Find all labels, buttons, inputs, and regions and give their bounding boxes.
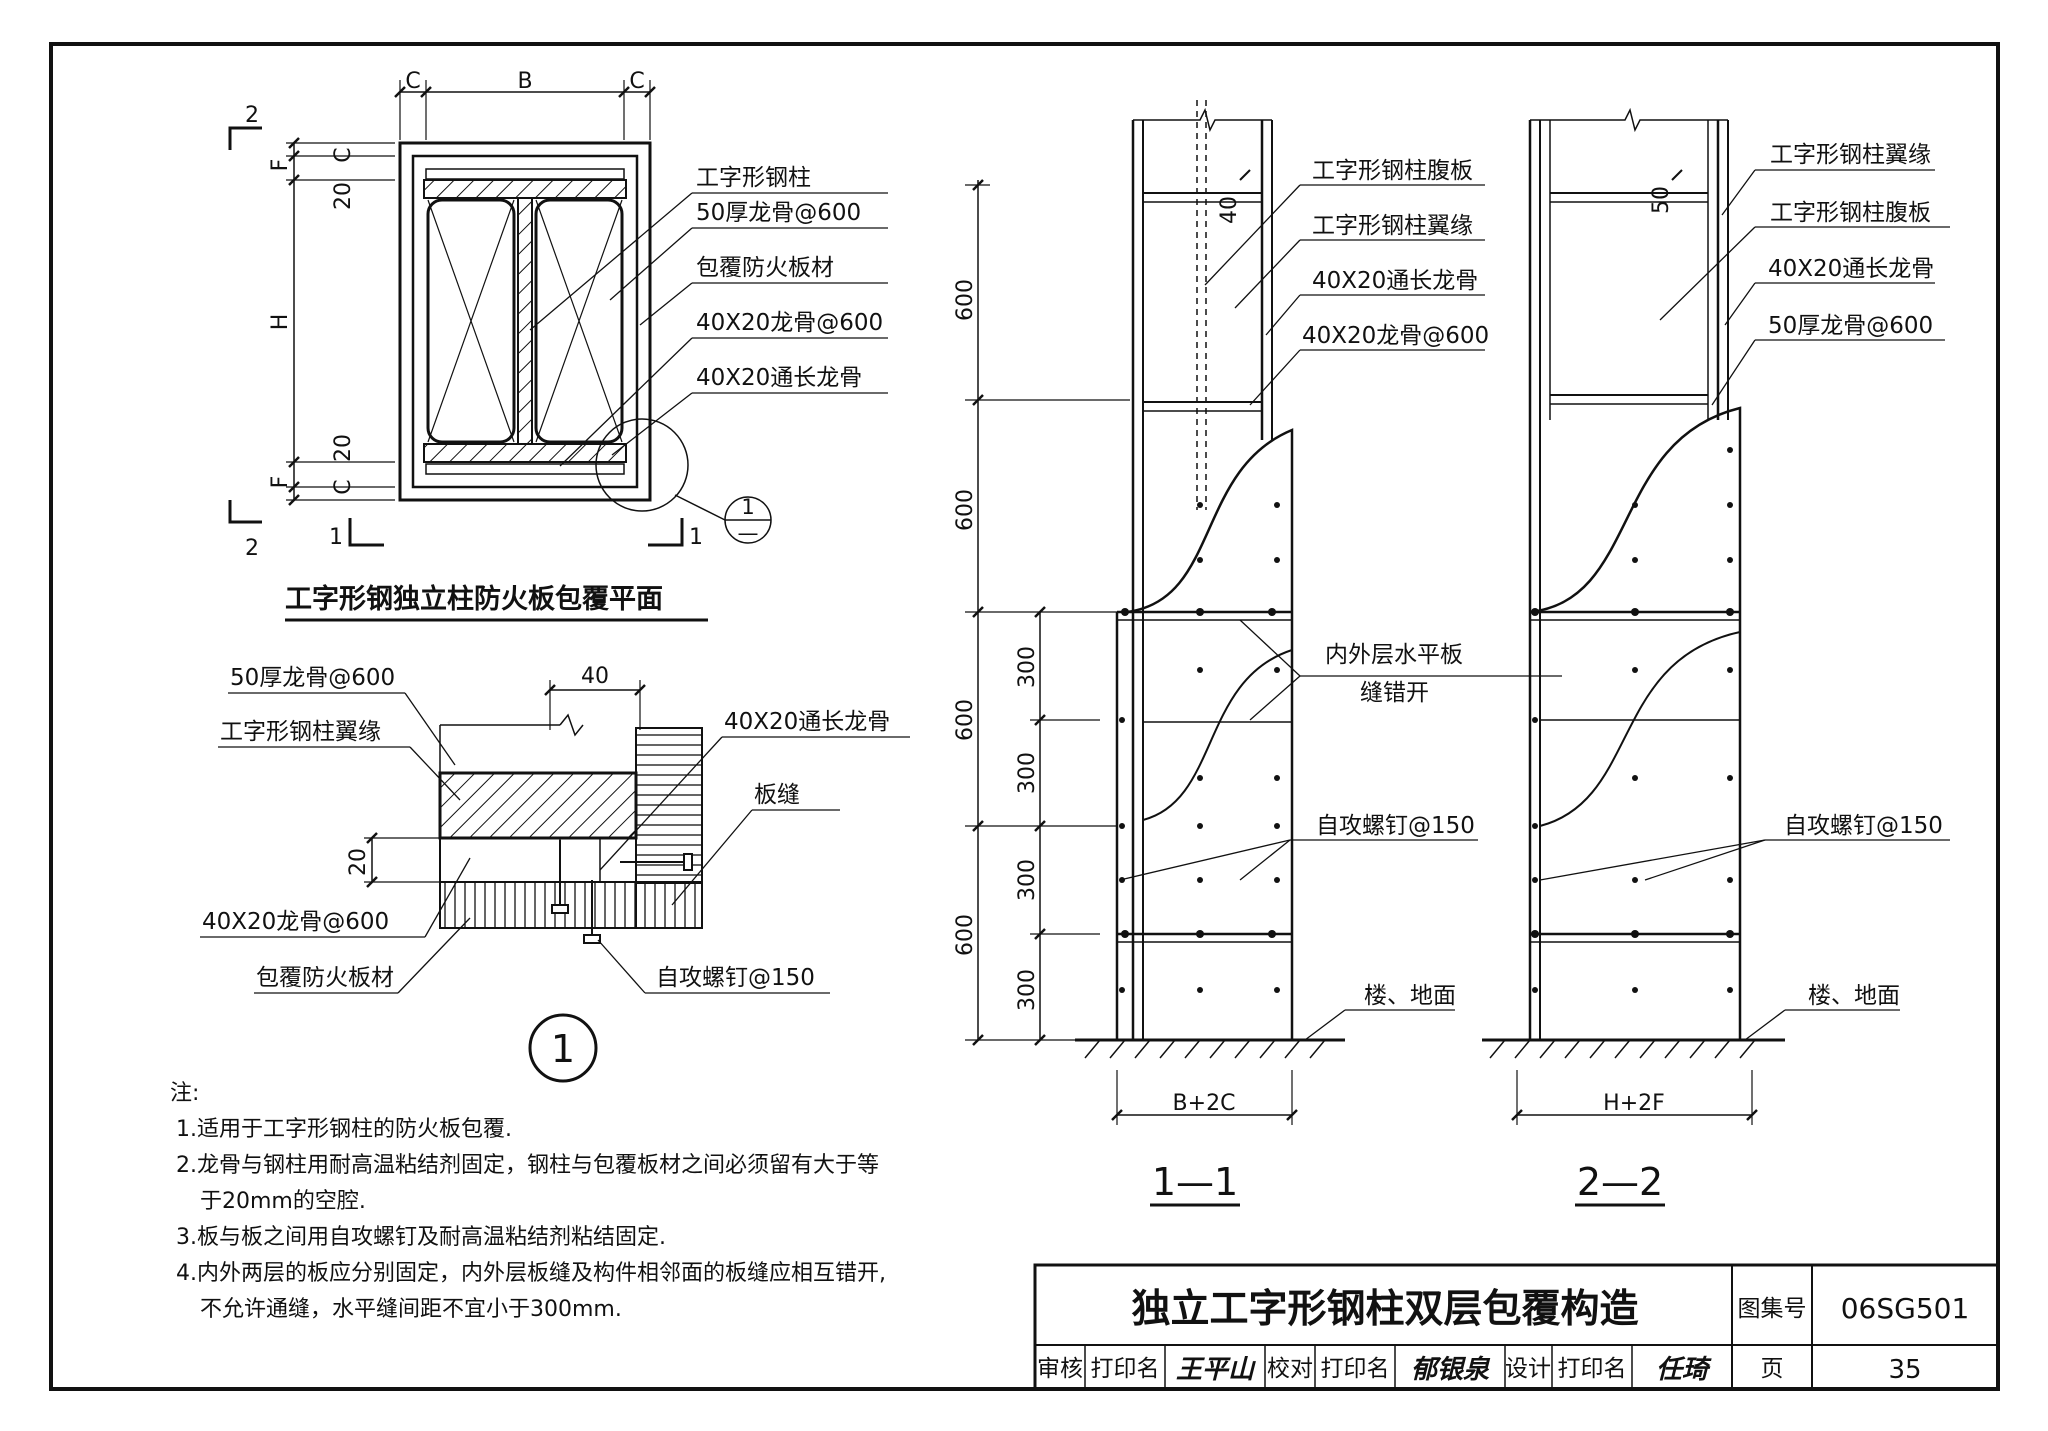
plan-callout-steel-column: 工字形钢柱 (696, 165, 811, 191)
s22-label: 2—2 (1577, 1160, 1663, 1204)
plan-view: C B C F C 20 H 20 F C 2 2 1 1 (228, 69, 888, 622)
detail-number: 1 (551, 1027, 575, 1071)
plan-dim-c-bottom: C (331, 479, 356, 494)
titleblock-printname-3: 打印名 (1558, 1356, 1627, 1382)
s11-inner-dim-2: 300 (1015, 752, 1040, 794)
s22-callout-flange: 工字形钢柱翼缘 (1770, 142, 1931, 168)
s11-dim-40: 40 (1217, 196, 1242, 224)
detail-callout-seam: 板缝 (754, 782, 800, 808)
plan-title: 工字形钢独立柱防火板包覆平面 (285, 583, 663, 615)
s11-outer-dim-2: 600 (953, 489, 978, 531)
plan-callout-long-keel: 40X20通长龙骨 (696, 365, 862, 391)
s11-outer-dim-1: 600 (953, 279, 978, 321)
sheet-frame (49, 42, 2000, 1391)
detail-dim-20: 20 (346, 848, 371, 876)
titleblock-atlas-no: 06SG501 (1841, 1292, 1970, 1325)
s22-dim-50: 50 (1649, 186, 1674, 214)
detail-callout-screw: 自攻螺钉@150 (656, 965, 815, 991)
detail-number-circle (528, 1013, 598, 1083)
s11-label: 1—1 (1152, 1160, 1238, 1204)
notes: 注: 1.适用于工字形钢柱的防火板包覆. 2.龙骨与钢柱用耐高温粘结剂固定，钢柱… (170, 1081, 886, 1322)
plan-callout-keel-50: 50厚龙骨@600 (696, 200, 861, 226)
titleblock-signature-1: 王平山 (1176, 1355, 1256, 1385)
s11-callout-web: 工字形钢柱腹板 (1312, 158, 1473, 184)
titleblock-page-no: 35 (1888, 1355, 1921, 1385)
plan-web (517, 197, 533, 445)
titleblock-atlas-label: 图集号 (1738, 1296, 1807, 1322)
plan-dim-b: B (517, 69, 532, 94)
detail-bottom-board (439, 881, 703, 929)
plan-dim-c-top: C (331, 147, 356, 162)
s11-inner-dim-1: 300 (1015, 646, 1040, 688)
note-line-1: 1.适用于工字形钢柱的防火板包覆. (176, 1117, 512, 1142)
plan-dim-f-bottom: F (268, 476, 293, 489)
s11-outer-dim-3: 600 (953, 699, 978, 741)
plan-section-mark-2-top: 2 (245, 103, 259, 128)
plan-section-mark-1-left: 1 (329, 525, 343, 550)
detail-callout-keel-40x20: 40X20龙骨@600 (202, 909, 389, 935)
plan-dim-c-right: C (629, 69, 644, 94)
titleblock-design: 设计 (1505, 1356, 1551, 1382)
detail-flange (438, 771, 638, 840)
s11-callout-floor: 楼、地面 (1364, 983, 1456, 1009)
plan-dim-c-left: C (405, 69, 420, 94)
s11-callout-keel: 40X20龙骨@600 (1302, 323, 1489, 349)
detail-1: 40 20 50厚龙骨@600 工字形钢柱翼缘 40X20通长龙骨 板缝 40X… (200, 664, 910, 1083)
title-block: 独立工字形钢柱双层包覆构造 图集号 06SG501 审核 打印名 王平山 校对 … (1033, 1263, 2000, 1391)
plan-top-flange (423, 179, 627, 199)
s11-outer-dim-4: 600 (953, 914, 978, 956)
s11-callout-long-keel: 40X20通长龙骨 (1312, 268, 1478, 294)
s22-callout-screw: 自攻螺钉@150 (1784, 813, 1943, 839)
detail-callout-flange: 工字形钢柱翼缘 (220, 719, 381, 745)
titleblock-page-label: 页 (1761, 1356, 1784, 1382)
plan-section-mark-2-bottom: 2 (245, 536, 259, 561)
note-line-3: 于20mm的空腔. (200, 1189, 366, 1214)
s22-callout-keel-50: 50厚龙骨@600 (1768, 313, 1933, 339)
s11-callout-flange: 工字形钢柱翼缘 (1312, 213, 1473, 239)
s22-callout-web: 工字形钢柱腹板 (1770, 200, 1931, 226)
s11-inner-dim-4: 300 (1015, 969, 1040, 1011)
titleblock-signature-2: 郁银泉 (1411, 1355, 1491, 1385)
plan-callout-fire-board: 包覆防火板材 (696, 255, 834, 281)
detail-dim-40: 40 (581, 664, 609, 689)
s11-width-dim: B+2C (1173, 1091, 1236, 1116)
detail-callout-long-keel: 40X20通长龙骨 (724, 709, 890, 735)
plan-section-mark-1-right: 1 (689, 525, 703, 550)
titleblock-title: 独立工字形钢柱双层包覆构造 (1131, 1287, 1638, 1332)
plan-detail-ref-number: 1 (741, 495, 754, 519)
notes-head: 注: (170, 1081, 199, 1106)
note-line-4: 3.板与板之间用自攻螺钉及耐高温粘结剂粘结固定. (176, 1225, 666, 1250)
s11-inner-dim-3: 300 (1015, 859, 1040, 901)
titleblock-signature-3: 任琦 (1656, 1355, 1712, 1385)
detail-callout-keel-50: 50厚龙骨@600 (230, 665, 395, 691)
note-line-5: 4.内外两层的板应分别固定，内外层板缝及构件相邻面的板缝应相互错开, (176, 1261, 886, 1286)
plan-dim-20-bottom: 20 (331, 434, 356, 462)
s22-callout-floor: 楼、地面 (1808, 983, 1900, 1009)
detail-callout-fire-board: 包覆防火板材 (256, 965, 394, 991)
plan-dim-20-top: 20 (331, 182, 356, 210)
plan-callout-keel-40x20: 40X20龙骨@600 (696, 310, 883, 336)
section-1-1: 600 600 600 600 300 300 300 300 40 B+2C (953, 100, 1562, 1207)
plan-detail-ref-sheet: — (738, 521, 759, 545)
note-line-6: 不允许通缝，水平缝间距不宜小于300mm. (200, 1297, 622, 1322)
plan-outer-board (398, 141, 652, 502)
s11-callout-screw: 自攻螺钉@150 (1316, 813, 1475, 839)
titleblock-review: 审核 (1037, 1356, 1083, 1382)
s22-callout-long-keel: 40X20通长龙骨 (1768, 256, 1934, 282)
plan-inner-board (411, 154, 639, 489)
s22-width-dim: H+2F (1603, 1091, 1665, 1116)
seam-note-line-1: 内外层水平板 (1325, 642, 1463, 668)
titleblock-printname-1: 打印名 (1091, 1356, 1160, 1382)
plan-dim-f-top: F (268, 159, 293, 172)
seam-note-line-2: 缝错开 (1360, 680, 1429, 706)
titleblock-printname-2: 打印名 (1321, 1356, 1390, 1382)
titleblock-check: 校对 (1267, 1356, 1313, 1382)
section-2-2: 50 H+2F 工字形钢柱翼缘 工字形钢柱腹板 40X20通长龙骨 50厚龙骨@… (1482, 107, 1950, 1207)
plan-dim-h: H (268, 314, 293, 331)
note-line-2: 2.龙骨与钢柱用耐高温粘结剂固定，钢柱与包覆板材之间必须留有大于等 (176, 1153, 879, 1178)
